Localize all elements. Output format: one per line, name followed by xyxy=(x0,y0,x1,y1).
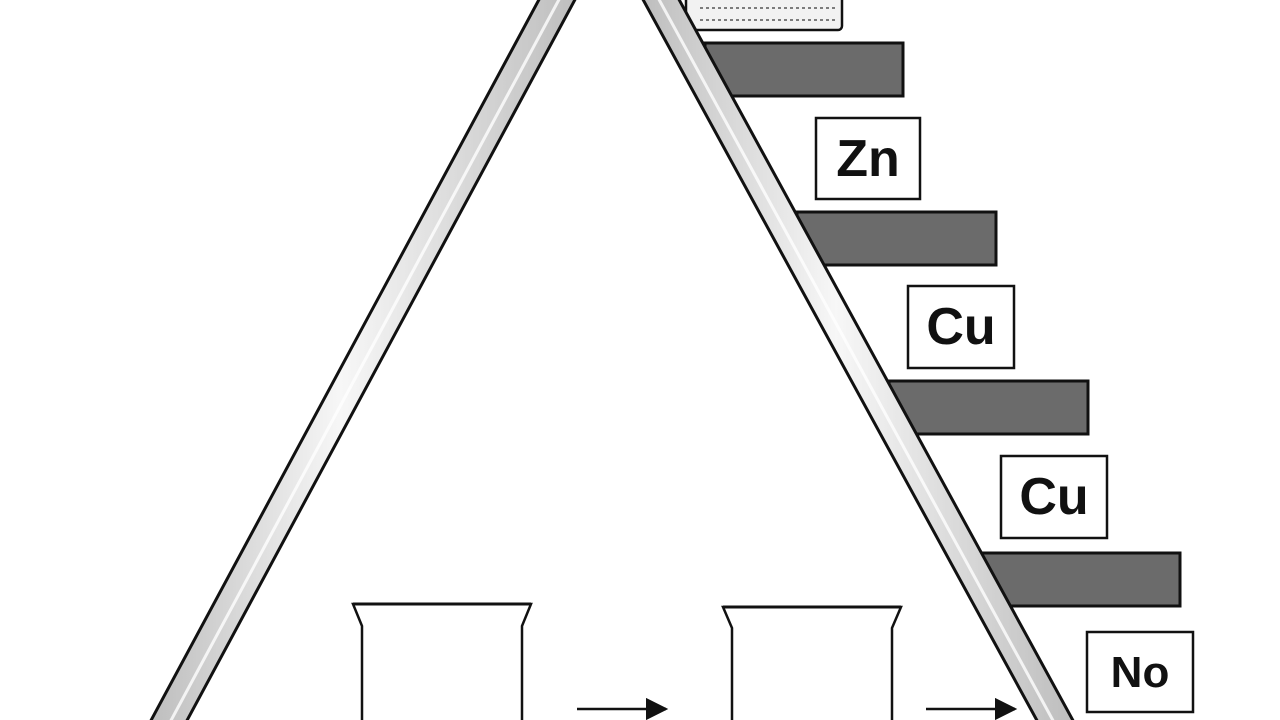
label-box-cu-1: Cu xyxy=(906,284,1016,370)
label-box-no: No xyxy=(1085,630,1195,714)
shelf-2 xyxy=(795,210,998,267)
label-cu-1: Cu xyxy=(926,298,995,356)
top-stack-icon xyxy=(684,0,844,32)
label-cu-2: Cu xyxy=(1019,468,1088,526)
beaker-icon xyxy=(721,605,903,720)
shelf-4 xyxy=(979,551,1182,608)
shelf-1 xyxy=(703,41,905,98)
label-box-zn: Zn xyxy=(814,116,922,201)
ladder-rail-left xyxy=(149,0,577,720)
beaker-icon xyxy=(351,602,533,720)
label-no: No xyxy=(1111,648,1170,697)
shelf-3 xyxy=(887,379,1090,436)
label-zn: Zn xyxy=(836,130,900,188)
ladder-rail-right xyxy=(641,0,1075,720)
label-box-cu-2: Cu xyxy=(999,454,1109,540)
